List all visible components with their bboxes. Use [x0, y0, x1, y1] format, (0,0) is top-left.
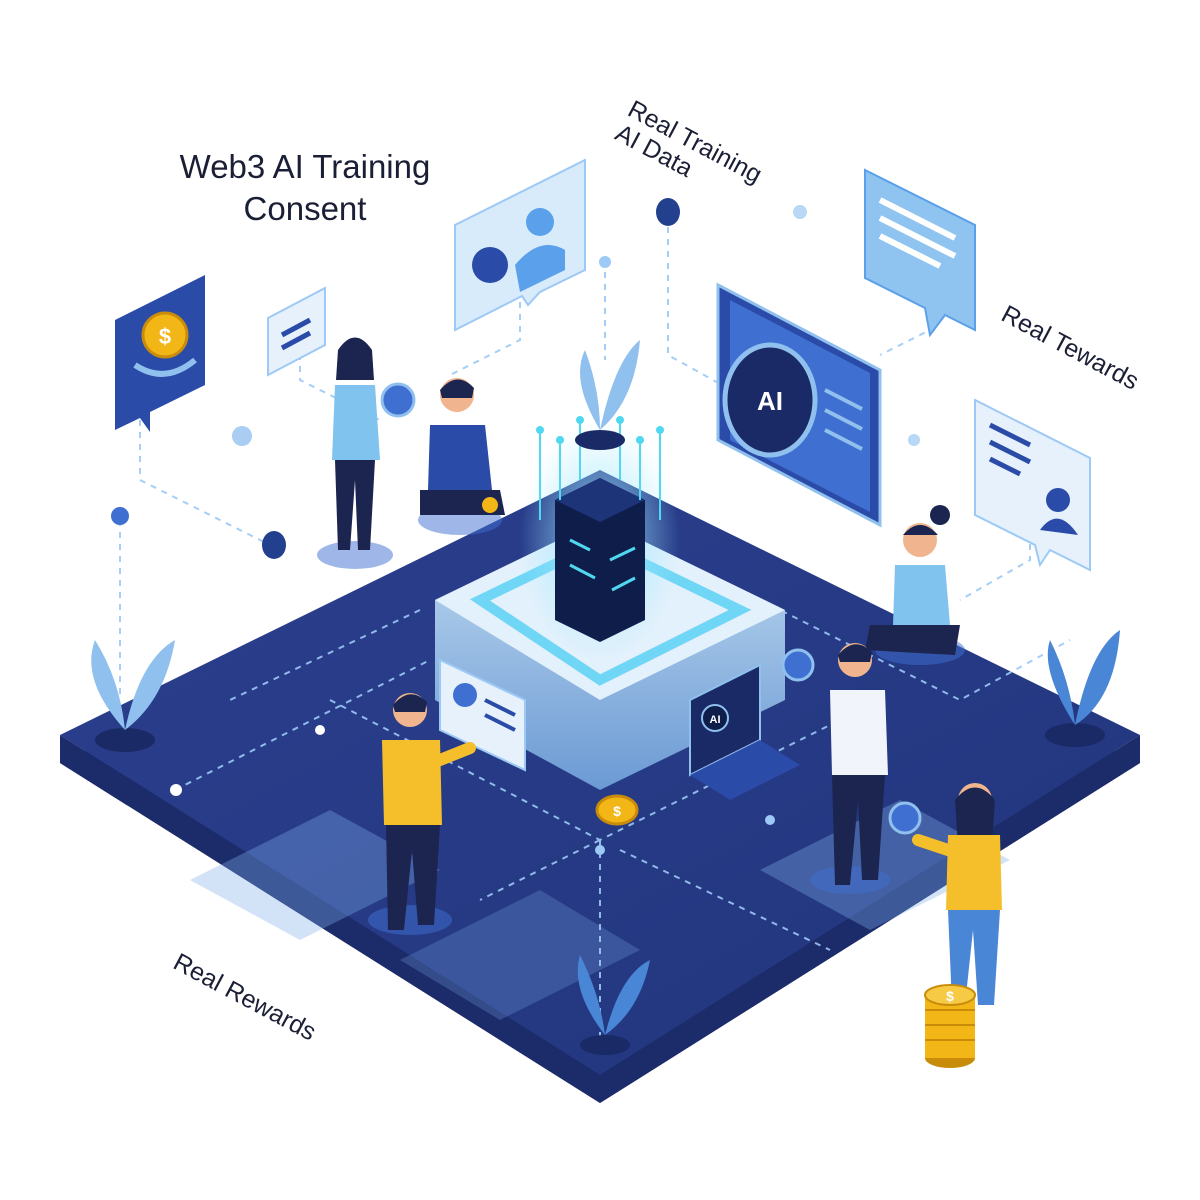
laptop-icon: AI	[689, 663, 800, 800]
coin-symbol: $	[613, 803, 621, 819]
document-icon	[864, 168, 976, 338]
coin-icon	[380, 382, 416, 418]
title-line-1: Web3 AI Training	[179, 148, 431, 185]
coin-card: $	[115, 275, 205, 432]
coin-symbol: $	[159, 324, 171, 349]
title-line-2: Consent	[243, 190, 367, 227]
coin-icon	[888, 801, 922, 835]
coin-symbol: $	[946, 988, 954, 1004]
ai-laptop-text: AI	[710, 714, 721, 726]
floating-dots	[111, 198, 920, 855]
person-man-sitting	[418, 378, 505, 535]
person-woman-sitting	[865, 505, 965, 665]
person-man-yellow	[368, 693, 476, 935]
plant-icon	[91, 340, 1120, 1055]
user-profile-icon	[974, 398, 1091, 572]
page-title: Web3 AI Training Consent	[170, 146, 440, 230]
person-woman-standing	[317, 337, 416, 569]
coin-icon	[482, 497, 498, 513]
link-card	[267, 286, 326, 377]
coin-icon	[141, 311, 189, 359]
pedestal-screen	[439, 658, 526, 772]
person-man-laptop	[781, 643, 890, 894]
coin-stack-icon: $	[924, 984, 976, 1068]
floor-coin: $	[595, 794, 639, 826]
ai-monitor-text: AI	[757, 386, 783, 416]
ai-monitor: AI	[716, 282, 882, 528]
chat-bubble-icon	[454, 158, 586, 332]
person-woman-yellow	[888, 783, 1002, 1005]
